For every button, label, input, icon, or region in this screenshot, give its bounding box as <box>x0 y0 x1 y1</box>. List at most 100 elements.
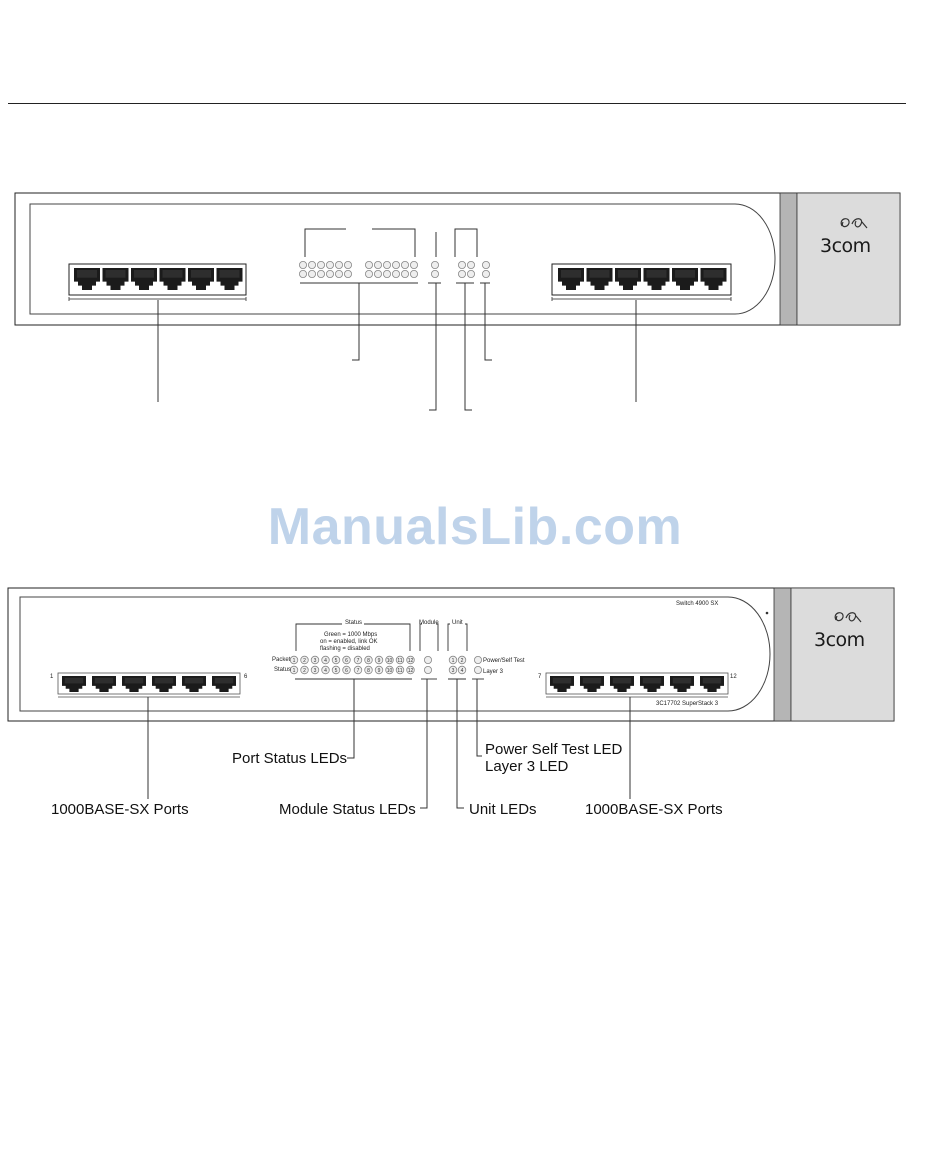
port-led-number: 1 <box>293 668 296 674</box>
rj-port-icon <box>122 676 146 692</box>
port-status-led <box>321 655 330 665</box>
port-number-left-first: 1 <box>50 674 54 680</box>
port-led-number: 11 <box>397 668 402 674</box>
watermark: ManualsLib.com <box>267 498 683 556</box>
rj-port-icon <box>159 268 186 290</box>
rj-port-icon <box>216 268 243 290</box>
blank-status-bracket <box>300 228 490 284</box>
module-status-led <box>423 666 432 675</box>
status-group-label: Status <box>345 620 363 626</box>
port-led-icon <box>409 260 418 269</box>
port-led-number: 3 <box>314 668 317 674</box>
rj-port-icon <box>131 268 157 290</box>
port-led-icon <box>400 260 409 269</box>
switch-chassis <box>7 587 895 722</box>
brand-swirl-icon <box>834 612 862 623</box>
rj-port-icon <box>615 268 641 290</box>
row-label-packet: Packet <box>272 657 291 663</box>
port-led-number: 1 <box>293 658 296 664</box>
unit-led-icon <box>466 260 475 269</box>
rj-port-icon <box>700 268 727 290</box>
model-label: Switch 4900 SX <box>676 601 719 607</box>
status-legend-line3: flashing = disabled <box>320 646 370 652</box>
callout-ports-left: 1000BASE-SX Ports <box>51 801 189 818</box>
rj-port-icon <box>102 268 129 290</box>
port-status-led <box>364 665 373 675</box>
status-legend-line1: Green = 1000 Mbps <box>324 632 378 638</box>
port-led-icon <box>409 269 418 278</box>
system-led-icon <box>481 269 490 278</box>
port-led-number: 7 <box>357 668 360 674</box>
port-number-right-first: 7 <box>538 674 542 680</box>
unit-led <box>457 665 467 675</box>
port-led-number: 10 <box>387 658 393 664</box>
module-led-icon <box>430 269 439 278</box>
port-status-led <box>300 665 309 675</box>
port-led-icon <box>307 260 316 269</box>
port-led-number: 9 <box>378 668 381 674</box>
port-led-icon <box>373 260 382 269</box>
port-number-left-last: 6 <box>244 674 248 680</box>
port-led-number: 8 <box>367 658 370 664</box>
page-header-rule <box>8 103 906 104</box>
port-led-number: 5 <box>335 658 338 664</box>
port-status-led <box>310 655 320 665</box>
port-led-number: 8 <box>367 668 370 674</box>
unit-led-icon <box>466 269 475 278</box>
port-led-number: 12 <box>408 668 414 674</box>
port-led-number: 2 <box>303 668 306 674</box>
power-self-test-label: Power/Self Test <box>483 658 525 664</box>
rj-port-icon <box>643 268 670 290</box>
rj-port-icon <box>550 676 574 692</box>
port-status-led <box>300 655 309 665</box>
port-status-led <box>353 655 363 665</box>
port-led-icon <box>343 260 352 269</box>
brand-swirl-icon <box>840 218 868 229</box>
port-led-icon <box>400 269 409 278</box>
port-status-led <box>353 665 363 675</box>
layer3-led <box>473 666 482 675</box>
brand-logo: 3com <box>814 608 874 651</box>
rj-port-icon <box>188 268 214 290</box>
module-status-led <box>423 656 432 665</box>
port-status-led <box>331 665 341 675</box>
port-led-icon <box>391 269 400 278</box>
port-led-icon <box>298 260 307 269</box>
rj-port-icon <box>640 676 664 692</box>
rj-port-icon <box>558 268 584 290</box>
port-status-led <box>406 655 415 665</box>
row-label-status: Status <box>274 667 292 673</box>
brand-logo-top: 3com <box>820 214 880 257</box>
unit-label: Unit <box>452 620 463 626</box>
product-id-label: 3C17702 SuperStack 3 <box>656 701 719 707</box>
port-led-number: 10 <box>387 668 393 674</box>
blank-switch-chassis <box>14 192 901 326</box>
port-led-number: 9 <box>378 658 381 664</box>
rj-port-icon <box>212 676 236 692</box>
power-self-test-led <box>473 656 482 665</box>
unit-led-icon <box>457 269 466 278</box>
port-led-icon <box>325 260 334 269</box>
rj-port-icon <box>152 676 176 692</box>
port-status-led <box>374 665 384 675</box>
port-led-number: 11 <box>397 658 402 664</box>
port-status-led <box>374 655 384 665</box>
rj-port-icon <box>672 268 698 290</box>
port-status-led <box>385 665 394 675</box>
rj-port-icon <box>610 676 634 692</box>
port-led-icon <box>298 269 307 278</box>
unit-led-icon <box>457 260 466 269</box>
port-led-icon <box>307 269 316 278</box>
port-led-number: 4 <box>324 658 327 664</box>
port-status-led <box>289 655 299 665</box>
port-status-led <box>310 665 320 675</box>
port-led-icon <box>325 269 334 278</box>
port-status-led <box>342 655 351 665</box>
port-status-led <box>385 655 394 665</box>
port-status-led <box>289 665 299 675</box>
port-led-icon <box>316 269 325 278</box>
port-led-number: 6 <box>345 668 348 674</box>
port-status-led <box>406 665 415 675</box>
rj-port-icon <box>182 676 206 692</box>
rj-port-icon <box>62 676 86 692</box>
